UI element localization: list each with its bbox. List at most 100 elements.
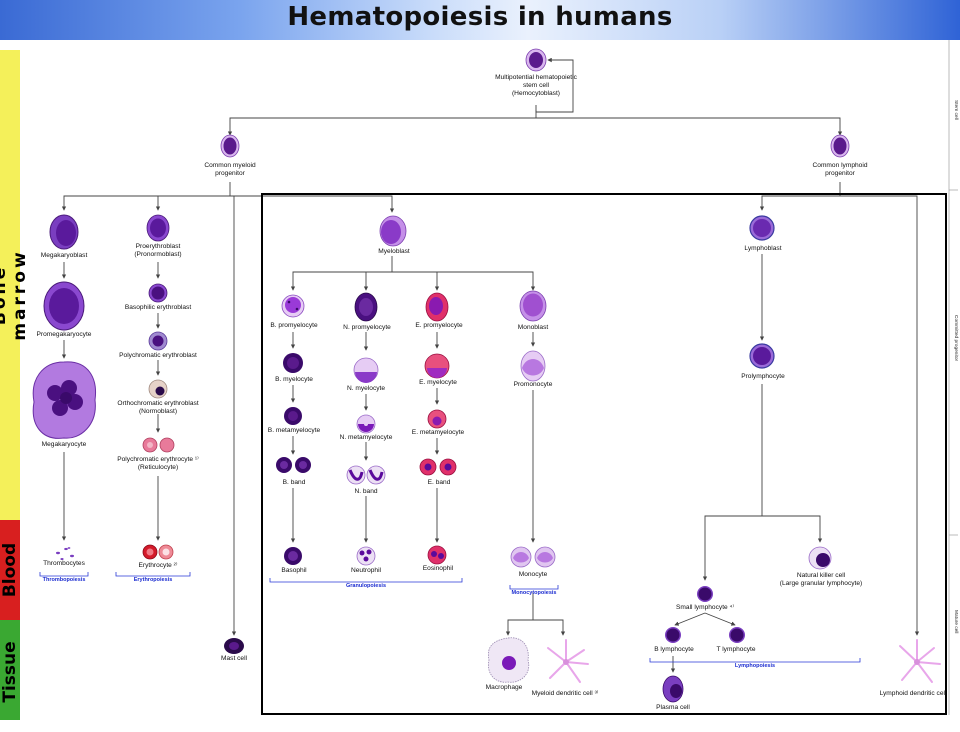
label-prolymphocyte: Prolymphocyte — [741, 373, 785, 380]
cell-hsc-icon — [525, 48, 547, 72]
connector — [536, 117, 843, 136]
band-blood: Blood — [0, 520, 20, 620]
label-promonocyte: Promonocyte — [513, 381, 553, 388]
cell-myeloblast-icon — [379, 215, 407, 247]
label-lymphoblast: Lymphoblast — [744, 245, 782, 252]
label-plasma-cell: Plasma cell — [656, 704, 690, 711]
cell-proerythroblast-icon — [146, 214, 170, 242]
cell-polychromatic-erythroblast-icon — [148, 331, 168, 351]
group-line-lymphopoiesis — [649, 658, 861, 663]
highlight-frame — [261, 193, 947, 715]
cell-small-lymphocyte-icon — [697, 586, 713, 602]
label-n-promyelocyte: N. promyelocyte — [343, 324, 391, 331]
cell-e-band-icon — [419, 458, 457, 476]
cell-b-band-icon — [276, 457, 311, 473]
label-basophilic-erythroblast: Basophilic erythroblast — [124, 304, 192, 311]
connector — [759, 182, 841, 211]
group-line-erythropoiesis — [115, 572, 191, 577]
connector — [227, 110, 537, 136]
diagram-title: Hematopoiesis in humans — [287, 2, 673, 32]
label-t-lymphocyte: T lymphocyte — [716, 646, 756, 653]
label-b-lymphocyte: B lymphocyte — [654, 646, 694, 653]
label-basophil: Basophil — [281, 567, 307, 574]
cell-e-myelocyte-icon — [424, 353, 450, 379]
label-b-metamyelocyte: B. metamyelocyte — [267, 427, 321, 434]
connector — [840, 195, 920, 636]
label-megakaryocyte: Megakaryocyte — [41, 441, 87, 448]
cell-n-myelocyte-icon — [353, 357, 379, 383]
cell-erythrocyte-icon — [142, 544, 174, 560]
cell-n-band-icon — [346, 465, 386, 485]
label-n-band: N. band — [354, 488, 378, 495]
cell-promonocyte-icon — [520, 350, 546, 382]
label-nk-cell: Natural killer cell(Large granular lymph… — [779, 572, 863, 587]
label-b-band: B. band — [282, 479, 306, 486]
cell-b-promyelocyte-icon — [281, 294, 305, 318]
label-myeloblast: Myeloblast — [378, 248, 410, 255]
cell-n-promyelocyte-icon — [354, 292, 378, 322]
cell-b-myelocyte-icon — [283, 353, 303, 373]
label-n-myelocyte: N. myelocyte — [346, 385, 386, 392]
label-proerythroblast: Proerythroblast(Pronormoblast) — [134, 243, 182, 258]
cell-e-metamyelocyte-icon — [427, 409, 447, 429]
cell-n-metamyelocyte-icon — [356, 414, 376, 434]
group-erythropoiesis: Erythropoiesis — [133, 577, 173, 583]
label-mast-cell: Mast cell — [220, 655, 248, 662]
title-banner — [0, 0, 960, 40]
label-e-metamyelocyte: E. metamyelocyte — [411, 429, 465, 436]
group-monocytopoiesis: Monocytopoiesis — [511, 590, 557, 596]
label-promegakaryocyte: Promegakaryocyte — [36, 331, 92, 338]
group-lymphopoiesis: Lymphopoiesis — [734, 663, 776, 669]
cell-monocyte-icon — [510, 546, 556, 568]
cell-basophil-icon — [284, 547, 302, 565]
label-thrombocytes: Thrombocytes — [43, 560, 85, 567]
label-small-lymphocyte: Small lymphocyte ⁴⁾ — [676, 604, 734, 611]
connector — [505, 592, 534, 636]
label-polychromatic-erythrocyte: Polychromatic erythrocyte ¹⁾(Reticulocyt… — [117, 456, 199, 471]
cell-macrophage-icon — [487, 637, 530, 683]
cell-megakaryocyte-icon — [32, 361, 97, 439]
cell-b-metamyelocyte-icon — [284, 407, 302, 425]
connector — [702, 384, 763, 581]
cell-thrombocytes-icon — [56, 547, 74, 560]
cell-lymphoid-dendritic-nucleus — [914, 659, 920, 665]
cell-lymphoid-dendritic-icon — [899, 639, 941, 683]
label-b-promyelocyte: B. promyelocyte — [270, 322, 318, 329]
label-e-band: E. band — [427, 479, 451, 486]
cell-polychromatic-erythrocyte-icon — [142, 437, 175, 453]
cell-cmp-icon — [220, 134, 240, 158]
group-granulopoiesis: Granulopoiesis — [345, 583, 387, 589]
connector — [290, 256, 393, 291]
group-line-monocytopoiesis — [509, 585, 559, 590]
cell-plasma-cell-icon — [662, 675, 684, 703]
group-line-thrombopoiesis — [39, 572, 89, 577]
label-monocyte: Monocyte — [518, 571, 548, 578]
label-myeloid-dendritic: Myeloid dendritic cell ³⁾ — [531, 690, 599, 697]
connector — [230, 195, 395, 213]
band-tissue: Tissue — [0, 620, 20, 720]
cell-myeloid-dendritic-nucleus — [563, 659, 569, 665]
cell-nk-cell-icon — [808, 546, 832, 570]
group-thrombopoiesis: Thrombopoiesis — [42, 577, 86, 583]
connector — [674, 612, 706, 626]
self-renewal-arrow — [535, 57, 574, 113]
label-orthochromatic-erythroblast: Orthochromatic erythroblast(Normoblast) — [117, 400, 199, 415]
cell-b-lymphocyte-icon — [665, 627, 681, 643]
cell-monoblast-icon — [519, 290, 547, 322]
label-e-myelocyte: E. myelocyte — [419, 379, 457, 386]
cell-mast-cell-icon — [224, 638, 244, 654]
cell-orthochromatic-erythroblast-icon — [148, 379, 168, 399]
label-erythrocyte: Erythrocyte ²⁾ — [138, 562, 178, 569]
band-bone-marrow: Bone marrow — [0, 50, 30, 520]
label-macrophage: Macrophage — [485, 684, 523, 691]
cell-e-promyelocyte-icon — [425, 292, 449, 322]
group-line-granulopoiesis — [269, 578, 463, 583]
cell-t-lymphocyte-icon — [729, 627, 745, 643]
label-megakaryoblast: Megakaryoblast — [40, 252, 88, 259]
label-e-promyelocyte: E. promyelocyte — [415, 322, 463, 329]
label-neutrophil: Neutrophil — [350, 567, 382, 574]
connector — [61, 182, 231, 211]
